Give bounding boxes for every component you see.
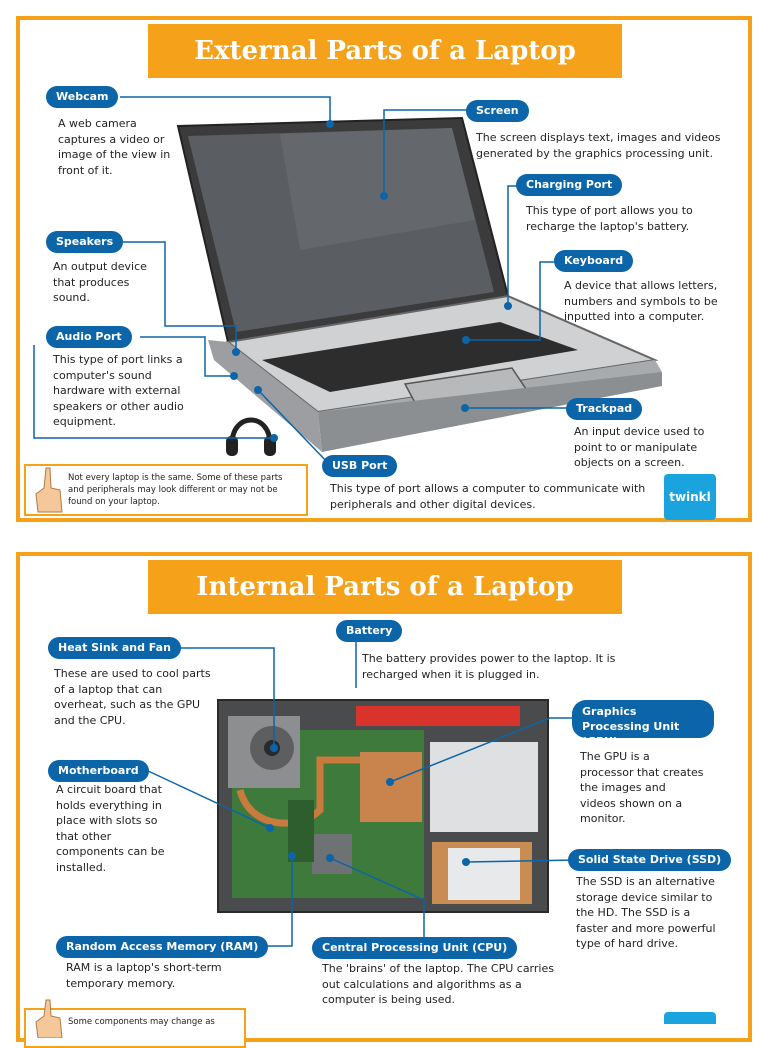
desc-gpu: The GPU is a processor that creates the …	[580, 750, 704, 825]
desc-webcam: A web camera captures a video or image o…	[58, 117, 171, 177]
label-gpu: Graphics Processing Unit (GPU)	[572, 700, 714, 748]
note-box-internal: Some components may change as	[24, 999, 246, 1048]
label-ssd: Solid State Drive (SSD)	[568, 849, 732, 871]
label-charging-port: Charging Port	[516, 174, 623, 196]
desc-usb-port: This type of port allows a computer to c…	[330, 482, 646, 511]
desc-screen: The screen displays text, images and vid…	[476, 131, 721, 160]
laptop-illustration	[33, 96, 662, 466]
desc-charging-port: This type of port allows you to recharge…	[526, 204, 693, 233]
label-usb-port: USB Port	[322, 455, 398, 477]
label-motherboard: Motherboard	[48, 760, 149, 782]
desc-audio-port: This type of port links a computer's sou…	[53, 353, 184, 428]
label-keyboard: Keyboard	[554, 250, 634, 272]
twinkl-logo-partial	[664, 1012, 716, 1024]
label-ram: Random Access Memory (RAM)	[56, 936, 269, 958]
desc-speakers: An output device that produces sound.	[53, 260, 147, 304]
desc-trackpad: An input device used to point to or mani…	[574, 425, 705, 469]
desc-ssd: The SSD is an alternative storage device…	[576, 875, 716, 950]
label-trackpad: Trackpad	[566, 398, 643, 420]
pointing-hand-icon	[35, 467, 63, 513]
desc-motherboard: A circuit board that holds everything in…	[56, 783, 165, 874]
desc-cpu: The 'brains' of the laptop. The CPU carr…	[322, 962, 554, 1006]
label-screen: Screen	[466, 100, 529, 122]
battery-shape	[356, 706, 520, 726]
label-audio-port: Audio Port	[46, 326, 132, 348]
external-title: External Parts of a Laptop	[148, 24, 622, 78]
label-cpu: Central Processing Unit (CPU)	[312, 937, 518, 959]
note-text-external: Not every laptop is the same. Some of th…	[68, 473, 283, 507]
desc-ram: RAM is a laptop's short-term temporary m…	[66, 961, 222, 990]
twinkl-logo: twinkl	[664, 474, 716, 520]
pointing-hand-icon	[35, 999, 63, 1038]
label-heat-sink-fan: Heat Sink and Fan	[48, 637, 181, 659]
label-webcam: Webcam	[46, 86, 119, 108]
desc-keyboard: A device that allows letters, numbers an…	[564, 279, 718, 323]
note-text-internal: Some components may change as	[68, 1017, 215, 1027]
laptop-internals-illustration	[138, 632, 578, 948]
label-speakers: Speakers	[46, 231, 124, 253]
internal-title: Internal Parts of a Laptop	[148, 560, 622, 614]
note-box-external: Not every laptop is the same. Some of th…	[24, 464, 308, 516]
headphones-icon	[229, 417, 273, 445]
desc-heat-sink-fan: These are used to cool parts of a laptop…	[54, 667, 211, 727]
label-battery: Battery	[336, 620, 403, 642]
desc-battery: The battery provides power to the laptop…	[362, 652, 616, 681]
